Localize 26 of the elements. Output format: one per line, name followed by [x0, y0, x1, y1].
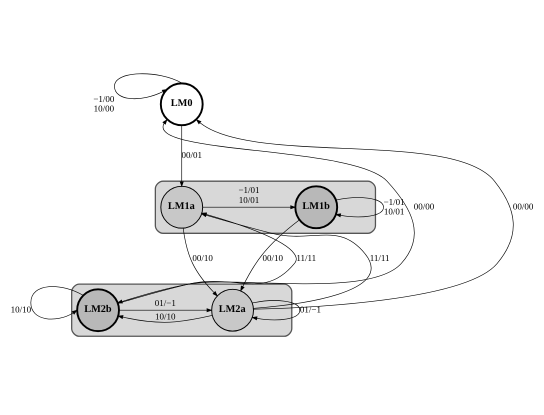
edge-label: 00/00	[512, 202, 534, 212]
edge-label: −1/01 10/01	[384, 196, 405, 216]
arrow	[240, 220, 300, 292]
node-circle: LM1b	[294, 185, 338, 230]
arrow	[251, 300, 300, 320]
node-circle: LM2b	[76, 288, 120, 332]
edge-label: 00/10	[262, 253, 284, 264]
edge-label: 00/10	[192, 253, 213, 264]
edge-label: 11/11	[370, 253, 390, 264]
arrow	[118, 308, 212, 312]
edge-label: −1/00 10/00	[93, 94, 114, 114]
arrow	[202, 205, 296, 210]
edge-label: 00/01	[181, 150, 202, 160]
edge-label: 11/11	[296, 253, 316, 264]
arrow	[196, 119, 514, 310]
edge-label: 01/−1	[300, 304, 321, 315]
arrow	[117, 315, 212, 323]
node-circle: LM1a	[160, 186, 204, 229]
edge-label: −1/01 10/01	[238, 185, 260, 205]
edge-label: 10/10	[10, 304, 32, 315]
edge-label: 10/10	[155, 311, 176, 322]
arrow	[182, 228, 218, 297]
arrow	[180, 124, 184, 188]
arrow	[335, 197, 384, 218]
edge-label: 00/00	[414, 202, 434, 212]
edge-label: 01/−1	[154, 298, 176, 308]
